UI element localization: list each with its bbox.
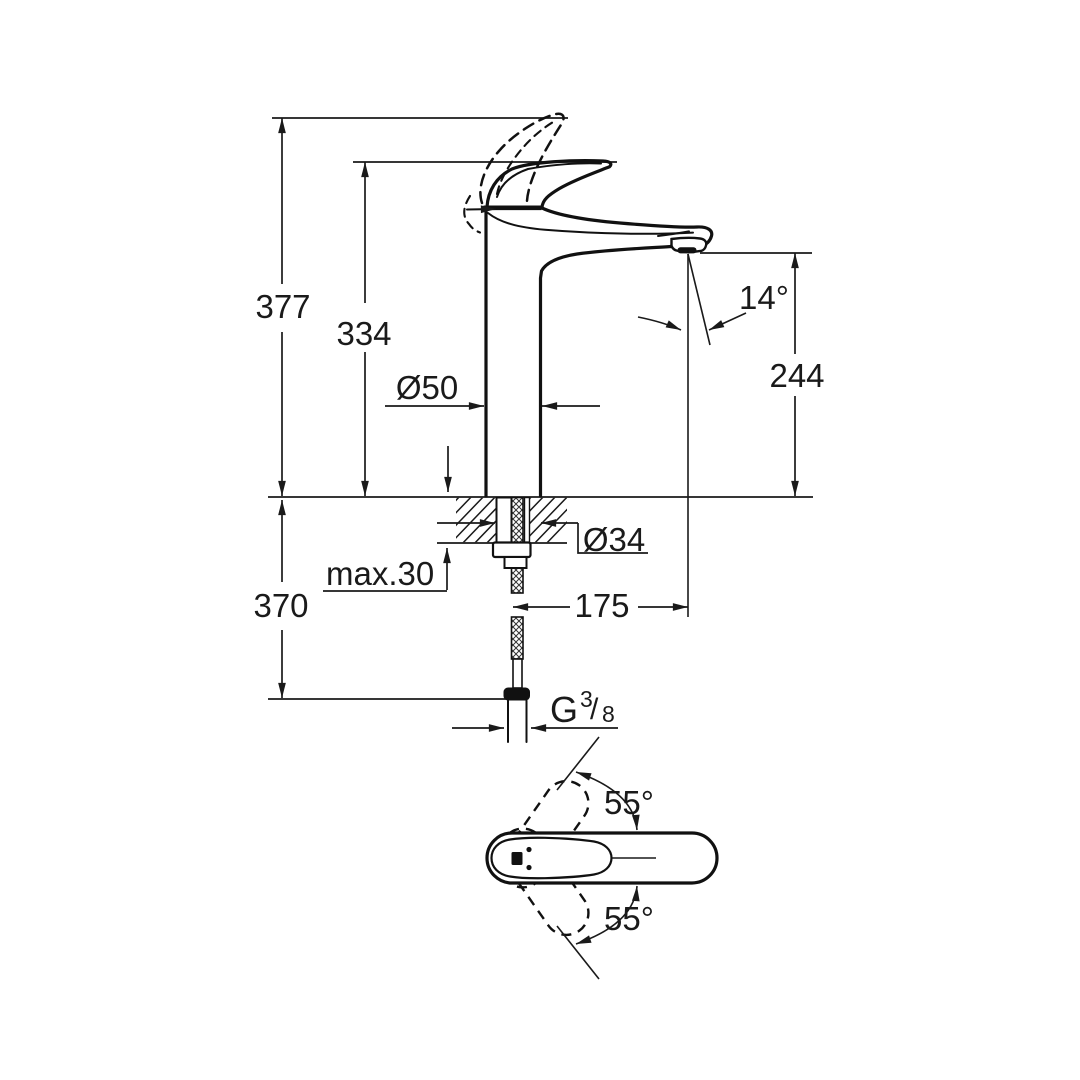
handle-top-outline [485,831,719,885]
lever-inner-line [496,162,602,198]
thread-slash: / [590,693,599,726]
spout-underside-and-body-right [538,244,674,498]
lever-handle [485,159,613,210]
label-hole-diameter: Ø34 [583,521,645,558]
aerator-bevel-line [657,230,690,237]
label-swivel-lower: 55° [604,900,654,937]
mounting-nut [491,541,532,559]
spout-top-edge [540,206,714,248]
dim-spout-height-244 [700,252,812,496]
aerator-outlet [677,247,697,254]
lever-lift-arrow [466,205,497,214]
hose-connector-tube [507,699,528,743]
threaded-stud-lower [510,616,524,660]
pull-rod [523,496,531,546]
dim-total-height-377 [272,117,568,496]
handle-top-inner-outline [490,836,613,880]
thread-letter: G [550,689,578,730]
faucet-side-view [463,112,714,498]
lever-swing-arc [463,194,482,234]
label-spout-reach: 175 [574,587,629,624]
swivel-down-arc [575,885,640,945]
flexible-hose [512,658,523,689]
handle-logo-dot-bottom [526,864,532,871]
swivel-up-extension-line [556,736,600,791]
label-swivel-upper: 55° [604,784,654,821]
mounting-nut-step [503,556,528,569]
handle-logo-dot-top [526,846,532,853]
label-spout-height: 244 [769,357,824,394]
swivel-down-extension-line [556,925,600,980]
label-below-deck-length: 370 [253,587,308,624]
label-total-height: 377 [255,288,310,325]
label-handle-height: 334 [336,315,391,352]
label-deck-thickness: max.30 [326,555,434,592]
thread-numerator: 3 [580,686,593,712]
thread-denominator: 8 [602,701,615,727]
label-thread-g38: G 3 / 8 [550,686,615,730]
dim-hole-diameter-34 [437,519,648,554]
lever-raised-inner-dashed [495,120,556,196]
label-body-diameter: Ø50 [396,369,458,406]
dim-deck-thickness-max30 [323,446,452,592]
shank-bore [495,496,513,544]
handle-top-view [485,736,719,980]
below-deck-assembly [491,496,532,743]
lever-raised-position-dashed [479,112,565,209]
hose-nut [503,687,530,701]
dim-aerator-angle-14 [637,253,747,617]
spout-inner-line [487,212,694,235]
label-spout-angle: 14° [739,279,789,316]
counter-deck-section [268,496,813,544]
swivel-up-arc [575,771,640,831]
dim-below-deck-370 [268,500,527,700]
handle-logo-mark [511,852,523,865]
